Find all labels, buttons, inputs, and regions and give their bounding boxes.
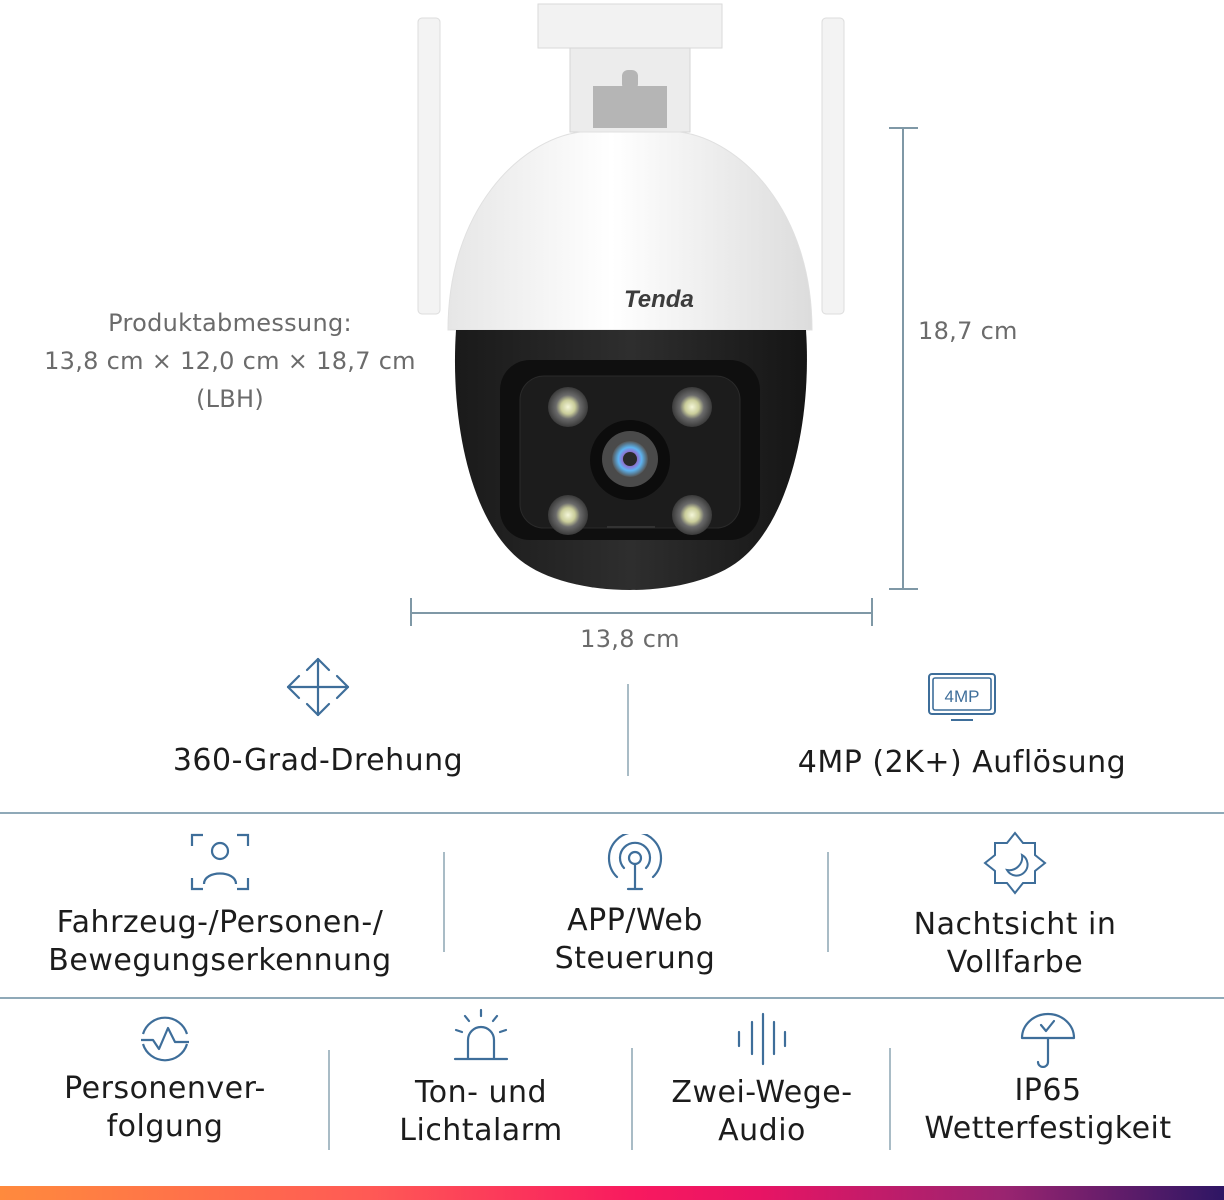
feature-label-line1: Zwei-Wege-	[671, 1075, 853, 1110]
section-divider-2	[0, 997, 1224, 999]
feature-alarm: Ton- und Lichtalarm	[330, 1008, 632, 1150]
feature-night-vision: Nachtsicht in Vollfarbe	[830, 830, 1200, 982]
feature-two-way-audio: Zwei-Wege- Audio	[634, 1012, 890, 1150]
feature-label-line1: Nachtsicht in	[913, 907, 1117, 942]
antenna-signal-icon	[607, 834, 663, 891]
width-dimension-cap-right	[871, 598, 873, 626]
feature-label-line2: Wetterfestigkeit	[924, 1111, 1172, 1146]
divider-bottom-3	[889, 1048, 891, 1150]
tracking-pulse-icon	[141, 1016, 189, 1062]
feature-label: 360-Grad-Drehung	[172, 743, 464, 778]
feature-label-line2: Vollfarbe	[946, 945, 1084, 980]
monitor-4mp-icon: 4MP	[928, 673, 996, 721]
feature-label-line2: Audio	[718, 1113, 806, 1148]
camera-product-image: Tenda	[400, 0, 860, 600]
feature-label-line2: Steuerung	[554, 941, 716, 976]
height-dimension-cap-top	[889, 127, 918, 129]
divider-middle-1	[443, 852, 445, 952]
move-arrows-icon	[286, 657, 350, 717]
feature-label-line1: Fahrzeug-/Personen-/	[56, 905, 384, 940]
dimensions-value: 13,8 cm × 12,0 cm × 18,7 cm	[44, 347, 416, 375]
brand-logo: Tenda	[624, 286, 694, 313]
feature-label-line2: Lichtalarm	[399, 1113, 563, 1148]
feature-4mp-resolution: 4MP 4MP (2K+) Auflösung	[762, 672, 1162, 782]
width-label: 13,8 cm	[580, 625, 680, 653]
feature-label-line1: Ton- und	[414, 1075, 548, 1110]
dimensions-order: (LBH)	[195, 385, 265, 413]
feature-label-line2: Bewegungserkennung	[48, 943, 392, 978]
divider-bottom-2	[631, 1048, 633, 1150]
width-dimension-line	[411, 612, 873, 614]
feature-tracking: Personenver- folgung	[0, 1012, 330, 1146]
dimensions-title: Produktabmessung:	[108, 309, 352, 337]
person-detection-icon	[190, 833, 250, 891]
umbrella-check-icon	[1020, 1012, 1076, 1068]
feature-360-rotation: 360-Grad-Drehung	[118, 656, 518, 780]
feature-ip65: IP65 Wetterfestigkeit	[892, 1012, 1204, 1148]
audio-wave-icon	[737, 1012, 787, 1066]
divider-bottom-1	[328, 1050, 330, 1150]
height-dimension-cap-bottom	[889, 588, 918, 590]
feature-label-line1: APP/Web	[567, 903, 703, 938]
night-vision-moon-icon	[983, 831, 1047, 895]
divider-top	[627, 684, 629, 776]
height-label: 18,7 cm	[918, 317, 1018, 345]
section-divider-1	[0, 812, 1224, 814]
feature-detection: Fahrzeug-/Personen-/ Bewegungserkennung	[0, 832, 440, 980]
feature-app-control: APP/Web Steuerung	[440, 834, 830, 978]
svg-text:4MP: 4MP	[945, 687, 980, 706]
feature-label-line1: Personenver-	[64, 1071, 266, 1106]
feature-label-line2: folgung	[106, 1109, 224, 1144]
width-dimension-cap-left	[410, 598, 412, 626]
divider-middle-2	[827, 852, 829, 952]
siren-alarm-icon	[453, 1008, 509, 1061]
feature-label-line1: IP65	[1014, 1073, 1082, 1108]
feature-label: 4MP (2K+) Auflösung	[797, 745, 1127, 780]
dimensions-block: Produktabmessung: 13,8 cm × 12,0 cm × 18…	[20, 304, 440, 418]
height-dimension-line	[902, 128, 904, 590]
brand-gradient-bar	[0, 1186, 1224, 1200]
